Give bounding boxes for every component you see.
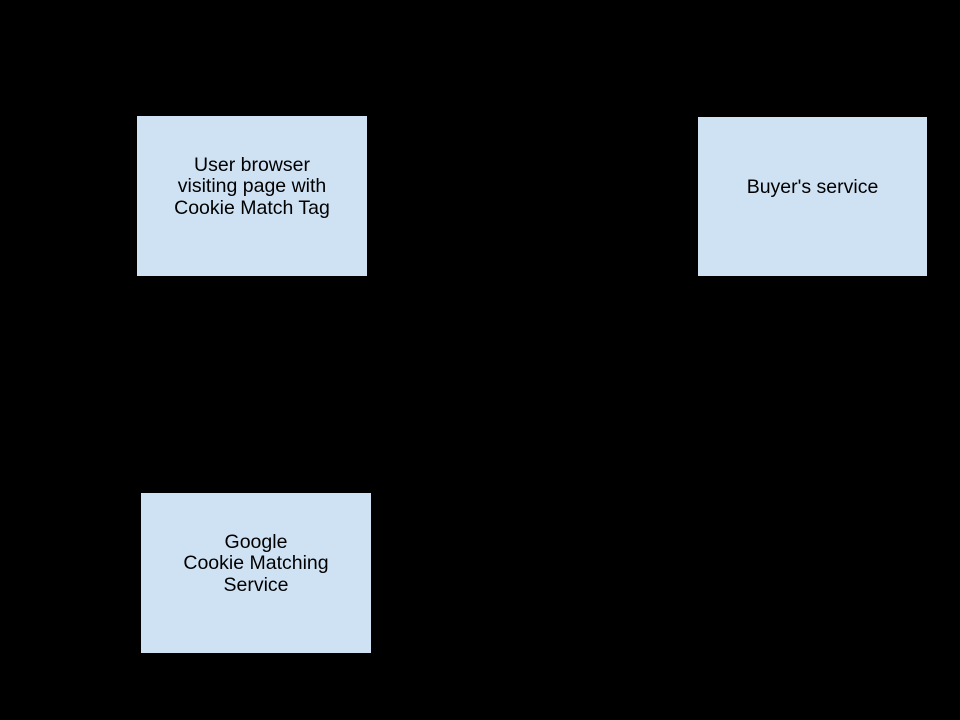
node-buyers-service-label: Buyer's service — [698, 175, 927, 199]
node-label-line: Buyer's service — [746, 175, 879, 198]
node-label-line: Cookie Matching — [183, 552, 329, 575]
node-google-cookie-matching-service: Google Cookie Matching Service — [140, 492, 372, 654]
node-user-browser: User browser visiting page with Cookie M… — [136, 115, 368, 277]
node-label-line: Service — [223, 573, 289, 596]
node-label-line: Cookie Match Tag — [174, 196, 330, 219]
node-label-line: Google — [224, 530, 288, 553]
node-label-line: User browser — [194, 153, 310, 176]
node-label-line: visiting page with — [177, 175, 327, 198]
node-google-cms-label: Google Cookie Matching Service — [141, 530, 371, 597]
node-buyers-service: Buyer's service — [697, 116, 928, 277]
node-user-browser-label: User browser visiting page with Cookie M… — [137, 153, 367, 220]
